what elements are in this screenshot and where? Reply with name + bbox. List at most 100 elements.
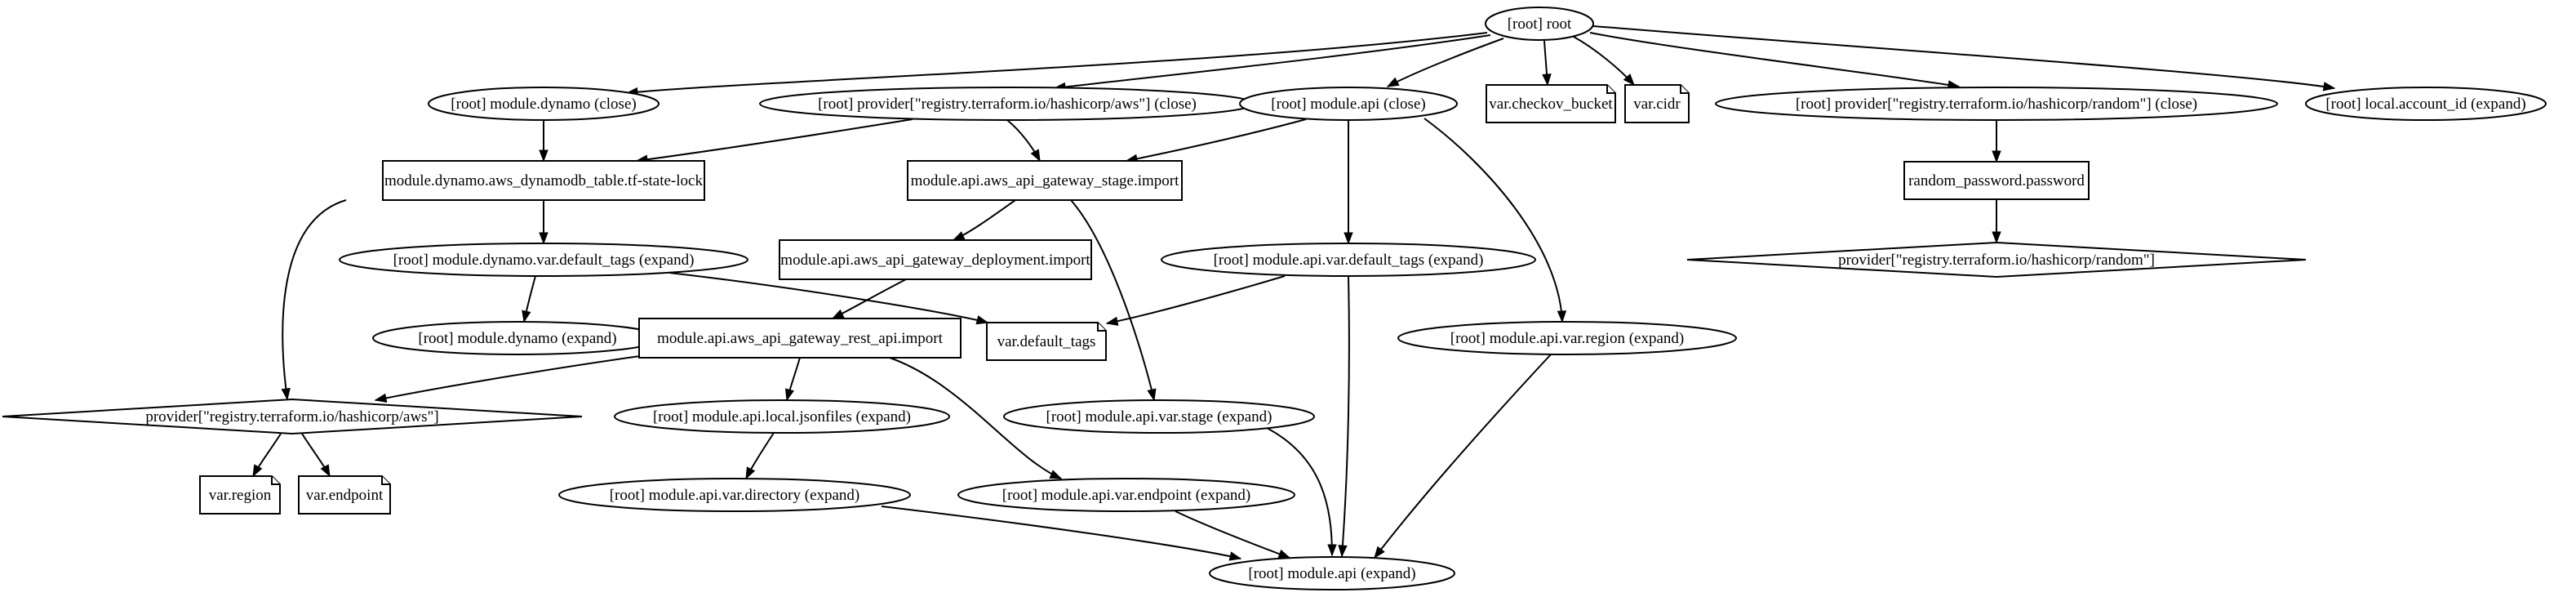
- edge-root-to-var_checkov_bucket: [1542, 40, 1552, 87]
- arrowhead: [1338, 545, 1348, 558]
- node-label: [root] module.api (expand): [1248, 565, 1415, 582]
- node-provider-aws: provider["registry.terraform.io/hashicor…: [2, 398, 583, 435]
- edge-api_var_endpoint-to-api_expand: [1175, 510, 1291, 559]
- node-api-jsonfiles: [root] module.api.local.jsonfiles (expan…: [614, 399, 950, 434]
- arrowhead: [1049, 470, 1063, 479]
- node-label: [root] module.api.var.endpoint (expand): [1002, 487, 1250, 504]
- node-label: [root] module.dynamo.var.default_tags (e…: [393, 252, 695, 269]
- node-label: module.dynamo.aws_dynamodb_table.tf-stat…: [384, 172, 703, 189]
- node-label: var.cidr: [1633, 96, 1681, 113]
- node-dynamo-default-tags: [root] module.dynamo.var.default_tags (e…: [339, 243, 748, 277]
- node-dynamo-expand: [root] module.dynamo (expand): [372, 321, 663, 355]
- arrowhead: [1344, 232, 1353, 245]
- node-api-rest-api: module.api.aws_api_gateway_rest_api.impo…: [638, 318, 962, 359]
- node-label: [root] module.dynamo (expand): [418, 330, 616, 347]
- edge-dynamo_default_tags-to-dynamo_expand: [522, 275, 536, 323]
- arrowhead: [539, 232, 549, 245]
- node-var-region: var.region: [199, 475, 281, 515]
- edge-api_close-to-api_default_tags: [1344, 120, 1353, 245]
- edge-random_password-to-provider_random: [1992, 199, 2001, 244]
- edge-provider_random_close-to-random_password: [1992, 120, 2001, 163]
- arrowhead: [1542, 74, 1552, 87]
- edge-api_close-to-api_var_region: [1423, 118, 1567, 323]
- arrowhead: [522, 310, 531, 323]
- node-label: [root] module.api.local.jsonfiles (expan…: [653, 408, 911, 425]
- edge-api_deployment-to-api_rest_api: [831, 278, 907, 319]
- node-label: module.api.aws_api_gateway_deployment.im…: [780, 252, 1090, 269]
- node-label: [root] module.api.var.stage (expand): [1046, 408, 1272, 425]
- node-api-deployment: module.api.aws_api_gateway_deployment.im…: [779, 239, 1092, 280]
- arrowhead: [784, 388, 795, 402]
- graph-edges: [252, 25, 2336, 561]
- arrowhead: [1374, 546, 1385, 559]
- node-random-password: random_password.password: [1903, 161, 2090, 200]
- edge-dynamo_close-to-dynamodb_table: [539, 120, 549, 163]
- edge-api_var_directory-to-api_expand: [881, 506, 1242, 561]
- edge-dynamodb_table-to-dynamo_default_tags: [539, 200, 549, 245]
- node-api-var-stage: [root] module.api.var.stage (expand): [1003, 399, 1315, 434]
- edge-root-to-var_cidr: [1573, 36, 1635, 87]
- arrowhead: [281, 387, 291, 401]
- arrowhead: [1992, 150, 2001, 163]
- node-root: [root] root: [1485, 7, 1594, 41]
- arrowhead: [1992, 231, 2001, 244]
- node-provider-aws-close: [root] provider["registry.terraform.io/h…: [759, 87, 1255, 121]
- node-var-default-tags: var.default_tags: [986, 322, 1107, 361]
- node-label: provider["registry.terraform.io/hashicor…: [1838, 252, 2155, 269]
- node-api-close: [root] module.api (close): [1239, 87, 1458, 121]
- edge-api_stage-to-api_var_stage: [1070, 199, 1157, 402]
- arrowhead: [1277, 549, 1291, 559]
- node-api-var-endpoint: [root] module.api.var.endpoint (expand): [957, 478, 1295, 512]
- node-local-account-id: [root] local.account_id (expand): [2305, 87, 2547, 121]
- edge-api_stage-to-api_deployment: [952, 199, 1016, 241]
- arrowhead: [539, 149, 549, 163]
- node-label: random_password.password: [1908, 172, 2085, 189]
- edge-api_var_stage-to-api_expand: [1266, 427, 1337, 557]
- graph-nodes: [root] root [root] module.dynamo (close) […: [2, 7, 2547, 590]
- edge-api_rest_api-to-api_var_endpoint: [889, 357, 1063, 479]
- node-provider-random: provider["registry.terraform.io/hashicor…: [1686, 241, 2307, 278]
- node-var-endpoint: var.endpoint: [298, 475, 391, 515]
- node-label: [root] provider["registry.terraform.io/h…: [818, 96, 1197, 113]
- node-label: var.region: [209, 487, 272, 504]
- node-label: module.api.aws_api_gateway_stage.import: [911, 172, 1179, 189]
- arrowhead: [745, 466, 756, 480]
- edge-api_default_tags-to-api_expand: [1338, 275, 1350, 558]
- edge-api_rest_api-to-provider_aws: [374, 355, 641, 403]
- arrowhead: [1030, 149, 1041, 163]
- arrowhead: [975, 315, 989, 325]
- node-label: [root] module.api.var.directory (expand): [610, 487, 860, 504]
- arrowhead: [374, 393, 388, 403]
- arrowhead: [1623, 74, 1635, 87]
- edge-api_close-to-api_stage: [1125, 118, 1307, 163]
- arrowhead: [1557, 310, 1567, 323]
- node-label: [root] module.api.var.region (expand): [1450, 330, 1684, 347]
- edge-api_default_tags-to-var_default_tags: [1105, 275, 1286, 326]
- edge-provider_aws-to-var_endpoint: [301, 433, 331, 478]
- node-var-cidr: var.cidr: [1624, 84, 1690, 123]
- node-label: [root] root: [1508, 16, 1572, 33]
- node-api-stage: module.api.aws_api_gateway_stage.import: [907, 160, 1183, 201]
- node-label: var.endpoint: [306, 487, 384, 504]
- node-api-default-tags: [root] module.api.var.default_tags (expa…: [1161, 243, 1536, 277]
- arrowhead: [2322, 82, 2336, 91]
- node-label: provider["registry.terraform.io/hashicor…: [145, 408, 438, 425]
- edge-api_var_region-to-api_expand: [1374, 354, 1552, 559]
- node-dynamodb-table: module.dynamo.aws_dynamodb_table.tf-stat…: [382, 160, 705, 201]
- node-label: [root] module.api.var.default_tags (expa…: [1214, 252, 1484, 269]
- arrowhead: [1105, 316, 1119, 326]
- edge-provider_aws_close-to-dynamodb_table: [635, 118, 913, 164]
- node-label: var.default_tags: [997, 333, 1096, 350]
- arrowhead: [320, 464, 331, 478]
- edge-api_jsonfiles-to-api_var_directory: [745, 432, 775, 480]
- arrowhead: [1228, 551, 1242, 561]
- edge-dynamodb_table-to-provider_aws: [281, 199, 347, 401]
- node-label: [root] module.dynamo (close): [451, 96, 636, 113]
- node-api-var-region: [root] module.api.var.region (expand): [1397, 321, 1737, 355]
- edge-provider_aws_close-to-api_stage: [1006, 119, 1041, 163]
- edge-root-to-provider_random_close: [1589, 32, 1961, 90]
- arrowhead: [1147, 388, 1157, 402]
- node-label: var.checkov_bucket: [1489, 96, 1613, 113]
- node-var-checkov-bucket: var.checkov_bucket: [1486, 84, 1616, 123]
